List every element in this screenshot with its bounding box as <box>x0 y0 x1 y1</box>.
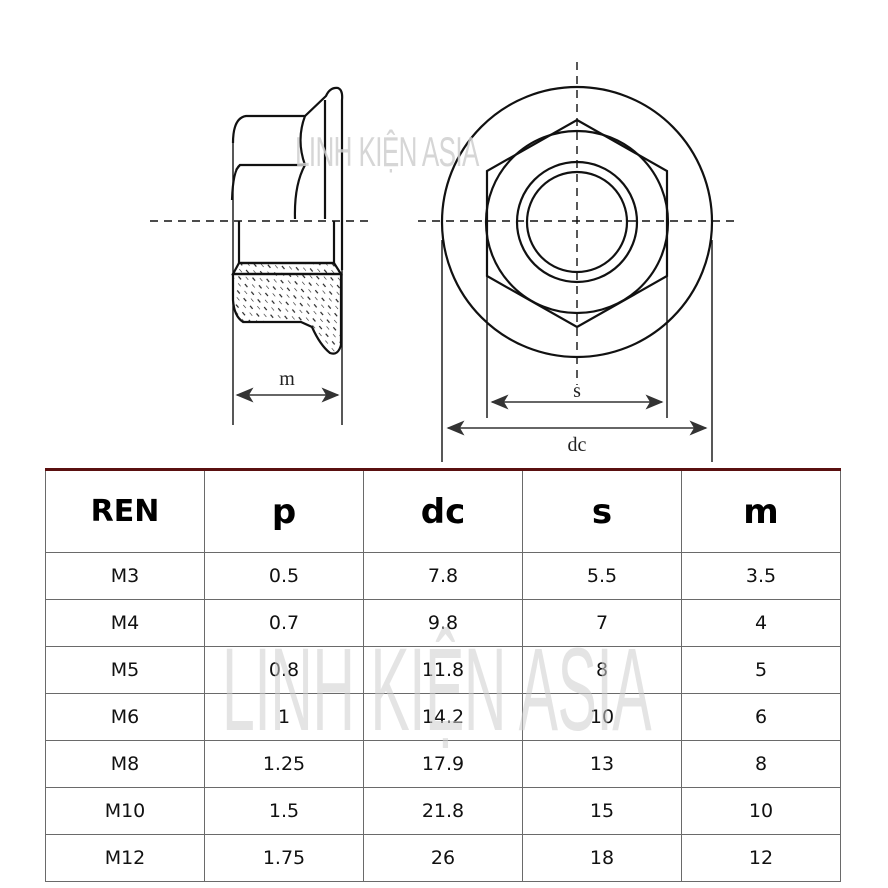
cell-p: 0.7 <box>204 599 364 647</box>
cell-ren: M4 <box>45 599 205 647</box>
cell-dc: 26 <box>363 834 523 882</box>
hex-inner-circle <box>484 129 670 315</box>
dc-dimension-label: dc <box>568 434 587 456</box>
cell-dc: 9.8 <box>363 599 523 647</box>
cell-m: 8 <box>681 740 841 788</box>
cell-p: 1.5 <box>204 787 364 835</box>
cell-ren: M3 <box>45 552 205 600</box>
cell-p: 0.8 <box>204 646 364 694</box>
s-dimension-label: s <box>573 380 581 402</box>
table-row: M8 1.25 17.9 13 8 <box>45 740 841 788</box>
cell-ren: M12 <box>45 834 205 882</box>
cell-ren: M5 <box>45 646 205 694</box>
watermark-top: LINH KIỆN ASIA <box>295 128 479 175</box>
cell-m: 10 <box>681 787 841 835</box>
cell-s: 10 <box>522 693 682 741</box>
header-ren: REN <box>45 469 205 553</box>
cell-s: 18 <box>522 834 682 882</box>
hex-outline <box>485 118 669 329</box>
cell-ren: M6 <box>45 693 205 741</box>
cell-s: 8 <box>522 646 682 694</box>
header-p: p <box>204 469 364 553</box>
header-s: s <box>522 469 682 553</box>
flange-outer-circle <box>440 85 714 359</box>
cell-s: 5.5 <box>522 552 682 600</box>
cell-dc: 14.2 <box>363 693 523 741</box>
cell-m: 6 <box>681 693 841 741</box>
table-row: M5 0.8 11.8 8 5 <box>45 646 841 694</box>
cell-p: 0.5 <box>204 552 364 600</box>
cell-m: 4 <box>681 599 841 647</box>
cell-s: 13 <box>522 740 682 788</box>
cell-m: 3.5 <box>681 552 841 600</box>
header-dc: dc <box>363 469 523 553</box>
cell-s: 7 <box>522 599 682 647</box>
side-view <box>150 86 372 425</box>
table-row: M6 1 14.2 10 6 <box>45 693 841 741</box>
bore-inner-circle <box>525 170 629 274</box>
cell-m: 5 <box>681 646 841 694</box>
header-m: m <box>681 469 841 553</box>
table-row: M3 0.5 7.8 5.5 3.5 <box>45 552 841 600</box>
cell-dc: 21.8 <box>363 787 523 835</box>
cell-s: 15 <box>522 787 682 835</box>
cell-ren: M10 <box>45 787 205 835</box>
table-row: M4 0.7 9.8 7 4 <box>45 599 841 647</box>
table-row: M12 1.75 26 18 12 <box>45 834 841 882</box>
cell-dc: 17.9 <box>363 740 523 788</box>
flange-nut-technical-drawing: m s dc <box>150 62 735 462</box>
front-view <box>418 62 735 462</box>
cell-m: 12 <box>681 834 841 882</box>
cell-dc: 7.8 <box>363 552 523 600</box>
table-row: M10 1.5 21.8 15 10 <box>45 787 841 835</box>
table-header-row: REN p dc s m <box>45 469 841 553</box>
cell-p: 1 <box>204 693 364 741</box>
cell-ren: M8 <box>45 740 205 788</box>
cell-p: 1.75 <box>204 834 364 882</box>
cell-p: 1.25 <box>204 740 364 788</box>
m-dimension-label: m <box>279 368 295 390</box>
cell-dc: 11.8 <box>363 646 523 694</box>
bore-outer-circle <box>515 160 639 284</box>
spec-table: REN p dc s m M3 0.5 7.8 5.5 3.5 M4 0.7 9… <box>45 468 841 882</box>
